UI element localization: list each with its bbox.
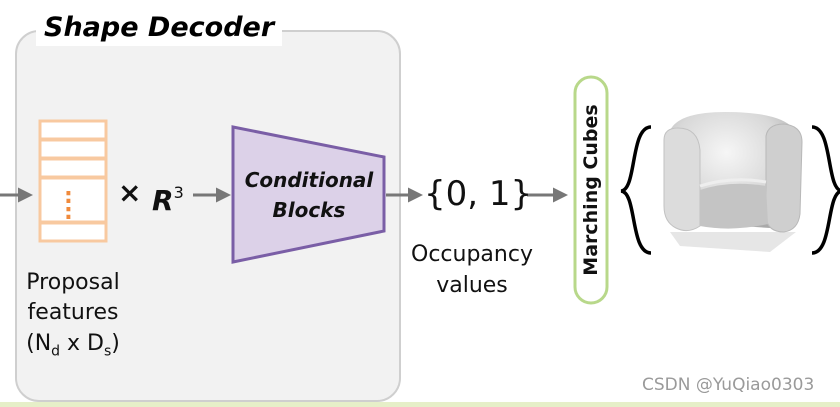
feature-slot (38, 138, 108, 160)
panel-title: Shape Decoder (36, 10, 283, 46)
feature-slot (38, 176, 108, 224)
proposal-dimensions: (Nd x Ds) (20, 329, 126, 366)
dim-sub-d: d (51, 343, 61, 360)
conditional-blocks-shape (231, 125, 386, 264)
feature-ellipsis: : (64, 200, 73, 225)
watermark: CSDN @YuQiao0303 (642, 375, 815, 395)
right-brace (811, 125, 840, 255)
conditional-blocks-line1: Conditional (244, 168, 374, 192)
r-exponent: 3 (173, 183, 184, 202)
armchair-image (663, 112, 803, 252)
proposal-feature-stack (38, 119, 108, 243)
conditional-blocks-line2: Blocks (272, 198, 346, 222)
occupancy-set: {0, 1} (424, 174, 533, 214)
occupancy-label-line2: values (436, 273, 508, 298)
bottom-divider (0, 402, 840, 407)
left-brace (620, 125, 652, 255)
dim-mid: x D (60, 331, 104, 356)
feature-slot (38, 221, 108, 243)
feature-slot (38, 119, 108, 141)
proposal-label-line2: features (27, 300, 119, 325)
times-symbol: × (118, 176, 142, 209)
dim-sub-s: s (104, 343, 112, 360)
proposal-label-line1: Proposal (26, 270, 120, 295)
marching-cubes-label: Marching Cubes (580, 104, 602, 276)
r-base: R (152, 184, 174, 217)
feature-ellipsis: : (64, 184, 73, 209)
marching-cubes-pill (573, 75, 609, 305)
r-cubed: R3 (152, 175, 184, 219)
dim-open: (N (26, 331, 52, 356)
occupancy-label-line1: Occupancy (411, 242, 533, 267)
feature-slot (38, 157, 108, 179)
dim-close: ) (111, 331, 120, 356)
